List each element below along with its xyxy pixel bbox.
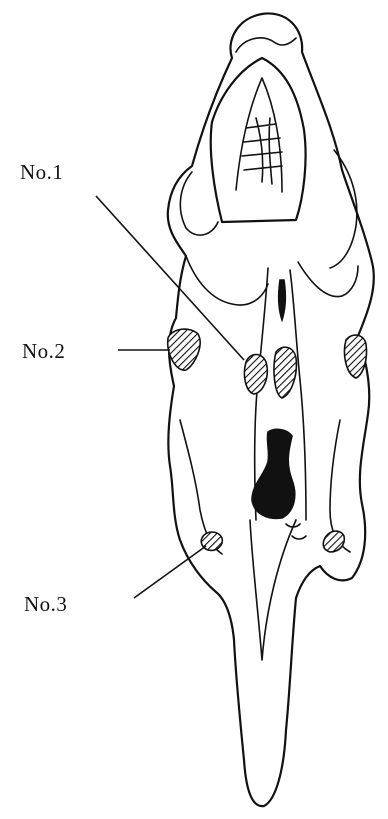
crest <box>236 38 296 52</box>
central-cavity <box>252 429 295 518</box>
label-no1: No.1 <box>20 160 63 185</box>
lower-snout <box>250 520 296 660</box>
right-lobe <box>330 150 357 268</box>
median-slit <box>279 280 286 320</box>
center-left-foramen-no1 <box>244 355 267 395</box>
right-foramen <box>344 335 366 378</box>
left-foramen-no2 <box>168 329 200 370</box>
center-right-foramen <box>274 347 296 398</box>
rostrum-inner <box>236 78 282 192</box>
left-mid <box>186 256 268 305</box>
skull-outline <box>168 13 374 806</box>
right-mid <box>298 262 358 297</box>
leader-no3 <box>134 546 206 598</box>
label-no3: No.3 <box>24 592 67 617</box>
label-no2: No.2 <box>22 339 65 364</box>
left-lobe <box>180 172 218 235</box>
right-foramen-no3 <box>323 531 344 552</box>
